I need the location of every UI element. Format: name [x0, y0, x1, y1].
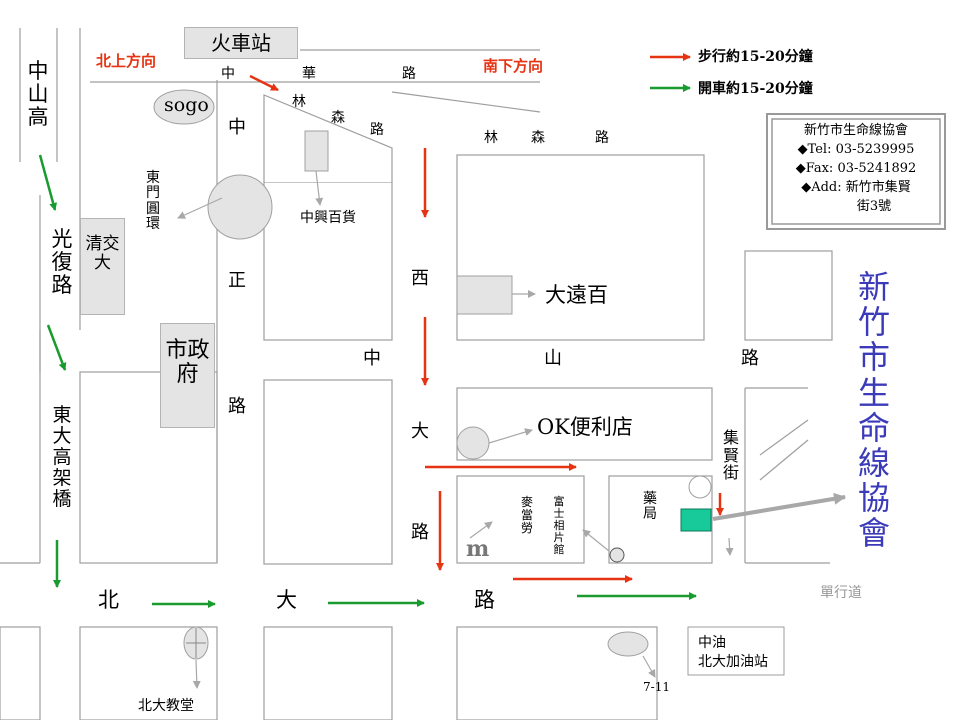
sogo-label: sogo [164, 94, 209, 116]
road-beida-2: 大 [276, 588, 297, 612]
north-direction: 北上方向 [96, 52, 157, 70]
road-linsen-diag-2: 森 [331, 110, 345, 126]
road-linsen-2: 森 [531, 130, 545, 146]
road-zhongshan-highway: 中山高 [27, 59, 49, 130]
road-zhongzheng-2: 正 [228, 270, 246, 291]
drive-arrows [38, 84, 697, 608]
road-jixian: 集賢街 [722, 428, 739, 483]
road-beida-3: 路 [474, 588, 495, 612]
info-name: 新竹市生命線協會 [803, 123, 908, 138]
road-linsen-diag-3: 路 [370, 122, 384, 138]
road-guangfu: 光復路 [51, 227, 73, 298]
east-gate-label: 東門圓環 [146, 170, 160, 233]
zhongxing-label: 中興百貨 [300, 210, 356, 226]
landmark-shapes [153, 89, 712, 660]
road-zhongshan-2: 山 [544, 348, 562, 369]
road-linsen-diag-1: 林 [292, 94, 306, 110]
association-title: 新竹市生命線協會 [857, 268, 890, 553]
association-location [680, 508, 712, 532]
road-dongda-overpass: 東大高架橋 [52, 404, 72, 510]
info-tel: ◆Tel: 03-5239995 [797, 142, 915, 157]
road-linsen-1: 林 [484, 130, 498, 146]
road-ximen: 西 [411, 268, 429, 289]
info-address-line2: 街3號 [856, 199, 892, 214]
far-eastern-building [456, 275, 513, 315]
gas-station-name: 中油 [698, 635, 726, 651]
info-box-inner [771, 118, 941, 225]
road-zhongshan-1: 中 [363, 348, 381, 369]
road-beida-1: 北 [98, 588, 119, 612]
ok-store-label: OK便利店 [537, 415, 633, 439]
pharmacy-label: 藥局 [643, 491, 657, 523]
info-box: 新竹市生命線協會 ◆Tel: 03-5239995 ◆Fax: 03-52418… [772, 121, 940, 216]
road-linsen-3: 路 [595, 130, 609, 146]
road-zhonghua-2: 華 [302, 66, 316, 82]
church-label: 北大教堂 [138, 698, 194, 714]
info-fax: ◆Fax: 03-5241892 [795, 161, 917, 176]
far-eastern-label: 大遠百 [545, 283, 608, 307]
mcdonalds-label: 麥當勞 [520, 495, 533, 536]
walk-arrows [249, 53, 724, 583]
city-blocks [0, 94, 833, 720]
road-zhongzheng-1: 中 [228, 117, 246, 138]
road-zhonghua-1: 中 [221, 66, 235, 82]
train-station-label: 火車站 [184, 27, 298, 59]
seven-eleven-label: 7-11 [643, 680, 670, 694]
fuji-marker [609, 547, 625, 563]
road-dadao-2: 路 [411, 522, 429, 543]
south-direction: 南下方向 [483, 57, 544, 75]
pharmacy-marker [688, 475, 712, 499]
fuji-photo-label: 富士相片館 [553, 495, 565, 557]
ok-store-marker [456, 426, 490, 460]
east-gate-roundabout [207, 174, 273, 240]
road-edges [0, 28, 830, 564]
legend-drive: 開車約15-20分鐘 [698, 81, 813, 97]
sogo-oval [153, 89, 215, 125]
legend-walk: 步行約15-20分鐘 [698, 49, 813, 65]
city-government-label: 市政府 [160, 323, 215, 428]
info-address-line1: ◆Add: 新竹市集賢 [801, 180, 911, 195]
nctu-label: 清交大 [80, 218, 125, 315]
gas-station-box [687, 626, 785, 676]
one-way-label: 單行道 [820, 585, 862, 601]
pointer-arrows [177, 170, 846, 689]
gas-station-branch: 北大加油站 [698, 654, 768, 670]
seven-eleven-marker [607, 631, 649, 657]
zhongxing-building [304, 130, 329, 172]
mcdonalds-logo: m [466, 536, 490, 562]
road-dadao-1: 大 [411, 421, 429, 442]
road-zhongshan-3: 路 [741, 348, 759, 369]
road-zhonghua-3: 路 [402, 66, 416, 82]
road-zhongzheng-3: 路 [228, 396, 246, 417]
